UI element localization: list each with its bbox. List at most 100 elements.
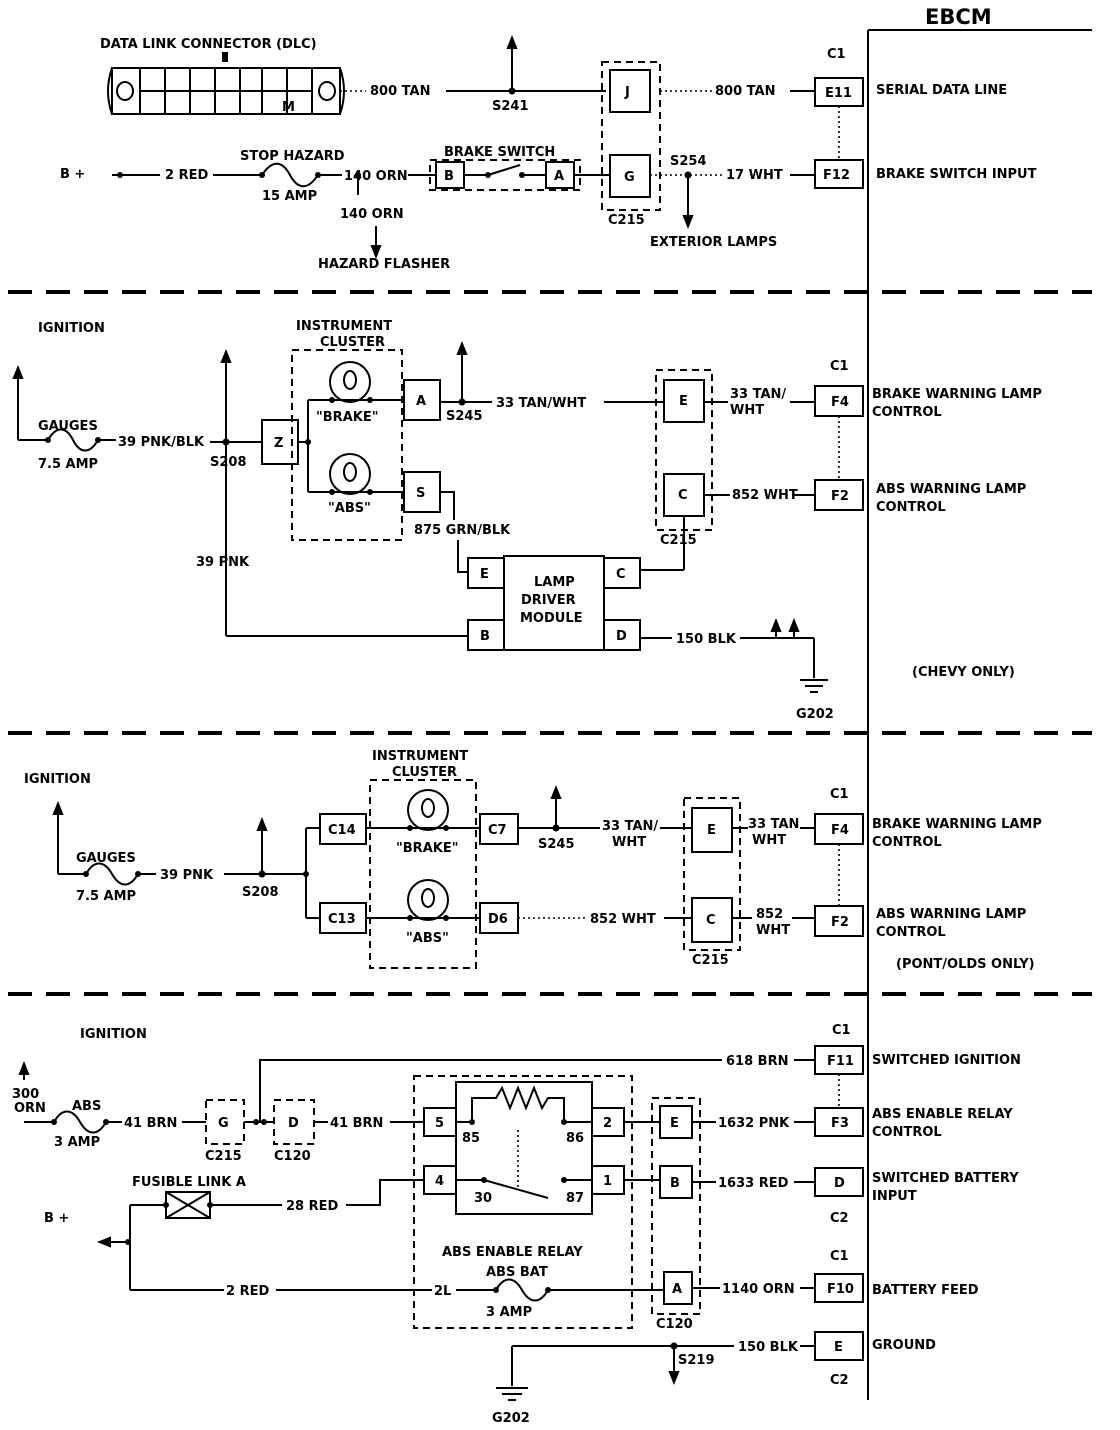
wire-2l: 2L [434,1284,451,1299]
abs-lamp-label-2: "ABS" [406,931,449,946]
svg-text:WHT: WHT [752,833,786,848]
svg-text:87: 87 [566,1191,584,1206]
svg-text:CONTROL: CONTROL [872,1125,942,1140]
brake-switch-input-label: BRAKE SWITCH INPUT [876,167,1037,182]
abs-enable-relay-outline [413,1075,633,1329]
wire-39-pnk-blk: 39 PNK/BLK [118,435,205,450]
c215-pin-e-3 [691,807,733,853]
svg-text:ORN: ORN [14,1101,46,1116]
svg-text:A: A [416,394,426,409]
wire-150-blk: 150 BLK [676,632,737,647]
b-plus-label-2: B + [44,1211,69,1226]
section-abs-enable-relay: IGNITION 300 ORN ABS 3 AMP 41 BRN G C215… [12,1023,1021,1426]
fuse-3-amp: 3 AMP [54,1135,100,1150]
serial-data-line-label: SERIAL DATA LINE [876,83,1007,98]
svg-text:C14: C14 [328,823,356,838]
c215-label-3: C215 [692,953,729,968]
c120-label-left: C120 [274,1149,311,1164]
connector-c1-section2: C1 [830,359,849,374]
stop-hazard-fuse [261,162,319,188]
connector-c1-section3: C1 [830,787,849,802]
svg-text:DRIVER: DRIVER [521,593,576,608]
fuse-7-5-amp: 7.5 AMP [38,457,98,472]
svg-text:E: E [670,1116,679,1131]
battery-feed-label: BATTERY FEED [872,1283,979,1298]
wire-800-tan-right: 800 TAN [715,84,775,99]
svg-text:D: D [834,1176,845,1191]
connector-c1-top: C1 [827,47,846,62]
relay-pin-5 [423,1107,457,1137]
wire-300-orn: 300 [12,1087,39,1102]
pont-olds-only-label: (PONT/OLDS ONLY) [896,957,1035,972]
svg-text:2: 2 [603,1116,612,1131]
wire-39-pnk-2: 39 PNK [160,868,214,883]
connector-c1-section4b: C1 [830,1249,849,1264]
switched-battery-input-label: SWITCHED BATTERY [872,1171,1019,1186]
ebcm-pin-f10 [814,1273,864,1303]
gauges-fuse-label: GAUGES [38,419,98,434]
splice-s208: S208 [210,455,247,470]
brake-warning-lamp-label-3: BRAKE WARNING LAMP [872,817,1042,832]
abs-enable-relay-control-label: ABS ENABLE RELAY [872,1107,1013,1122]
svg-text:INPUT: INPUT [872,1189,917,1204]
ignition-label-3: IGNITION [80,1027,147,1042]
chevy-only-label: (CHEVY ONLY) [912,665,1015,680]
wire-2-red: 2 RED [165,168,208,183]
c120-pin-a [663,1271,693,1305]
c215-label: C215 [608,213,645,228]
splice-s219: S219 [678,1353,715,1368]
wire-33-tan-wht-right: 33 TAN/ [730,387,786,402]
svg-text:E: E [707,823,716,838]
wire-852-wht: 852 WHT [732,488,798,503]
dlc-pin-m: M [282,100,295,115]
ebcm-pin-f4-3 [814,813,864,845]
section-warning-lamps-chevy: IGNITION GAUGES 7.5 AMP 39 PNK/BLK S208 … [12,319,1042,722]
wire-41-brn-right: 41 BRN [330,1116,383,1131]
instrument-cluster-label-2: INSTRUMENT [372,749,468,764]
abs-warning-lamp-label: ABS WARNING LAMP [876,482,1026,497]
svg-text:85: 85 [462,1131,480,1146]
svg-text:A: A [554,169,564,184]
wire-618-brn: 618 BRN [726,1054,788,1069]
abs-warning-lamp-label-3: ABS WARNING LAMP [876,907,1026,922]
svg-text:F4: F4 [831,395,849,410]
brake-lamp-label-2: "BRAKE" [396,841,458,856]
abs-lamp-label: "ABS" [328,501,371,516]
cluster-pin-c7 [479,813,519,845]
instrument-cluster-label: INSTRUMENT [296,319,392,334]
svg-text:F3: F3 [831,1116,849,1131]
abs-fuse-label: ABS [72,1099,101,1114]
svg-text:D: D [288,1116,299,1131]
ldm-pin-b [467,619,505,651]
svg-text:CONTROL: CONTROL [872,835,942,850]
wire-41-brn-left: 41 BRN [124,1116,177,1131]
svg-text:CONTROL: CONTROL [876,500,946,515]
svg-text:B: B [670,1176,680,1191]
ebcm-pin-f4 [814,385,864,417]
fusible-link-a-label: FUSIBLE LINK A [132,1175,246,1190]
svg-text:CLUSTER: CLUSTER [320,335,385,350]
svg-text:WHT: WHT [612,835,646,850]
svg-text:D: D [616,629,627,644]
relay-coil [471,1085,565,1122]
wire-39-pnk: 39 PNK [196,555,250,570]
brake-lamp-label: "BRAKE" [316,410,378,425]
wire-33-tan-wht-3: 33 TAN/ [602,819,658,834]
connector-c2-section4b: C2 [830,1373,849,1388]
ground-label: GROUND [872,1338,936,1353]
c215-pin-j [609,69,651,113]
splice-s241: S241 [492,99,529,114]
relay-fuse-3-amp: 3 AMP [486,1305,532,1320]
brake-lamp-icon-2 [407,789,449,831]
gauges-fuse [47,428,99,452]
fusible-link-a [163,1191,213,1219]
ground-g202-label-bottom: G202 [492,1411,530,1426]
cluster-pin-c13 [319,902,367,934]
switched-ignition-label: SWITCHED IGNITION [872,1053,1021,1068]
ebcm-pin-f2 [814,479,864,511]
svg-text:F10: F10 [827,1282,854,1297]
ebcm-pin-f11 [814,1045,864,1075]
brake-switch-label: BRAKE SWITCH [444,145,555,160]
svg-text:E11: E11 [825,86,852,101]
